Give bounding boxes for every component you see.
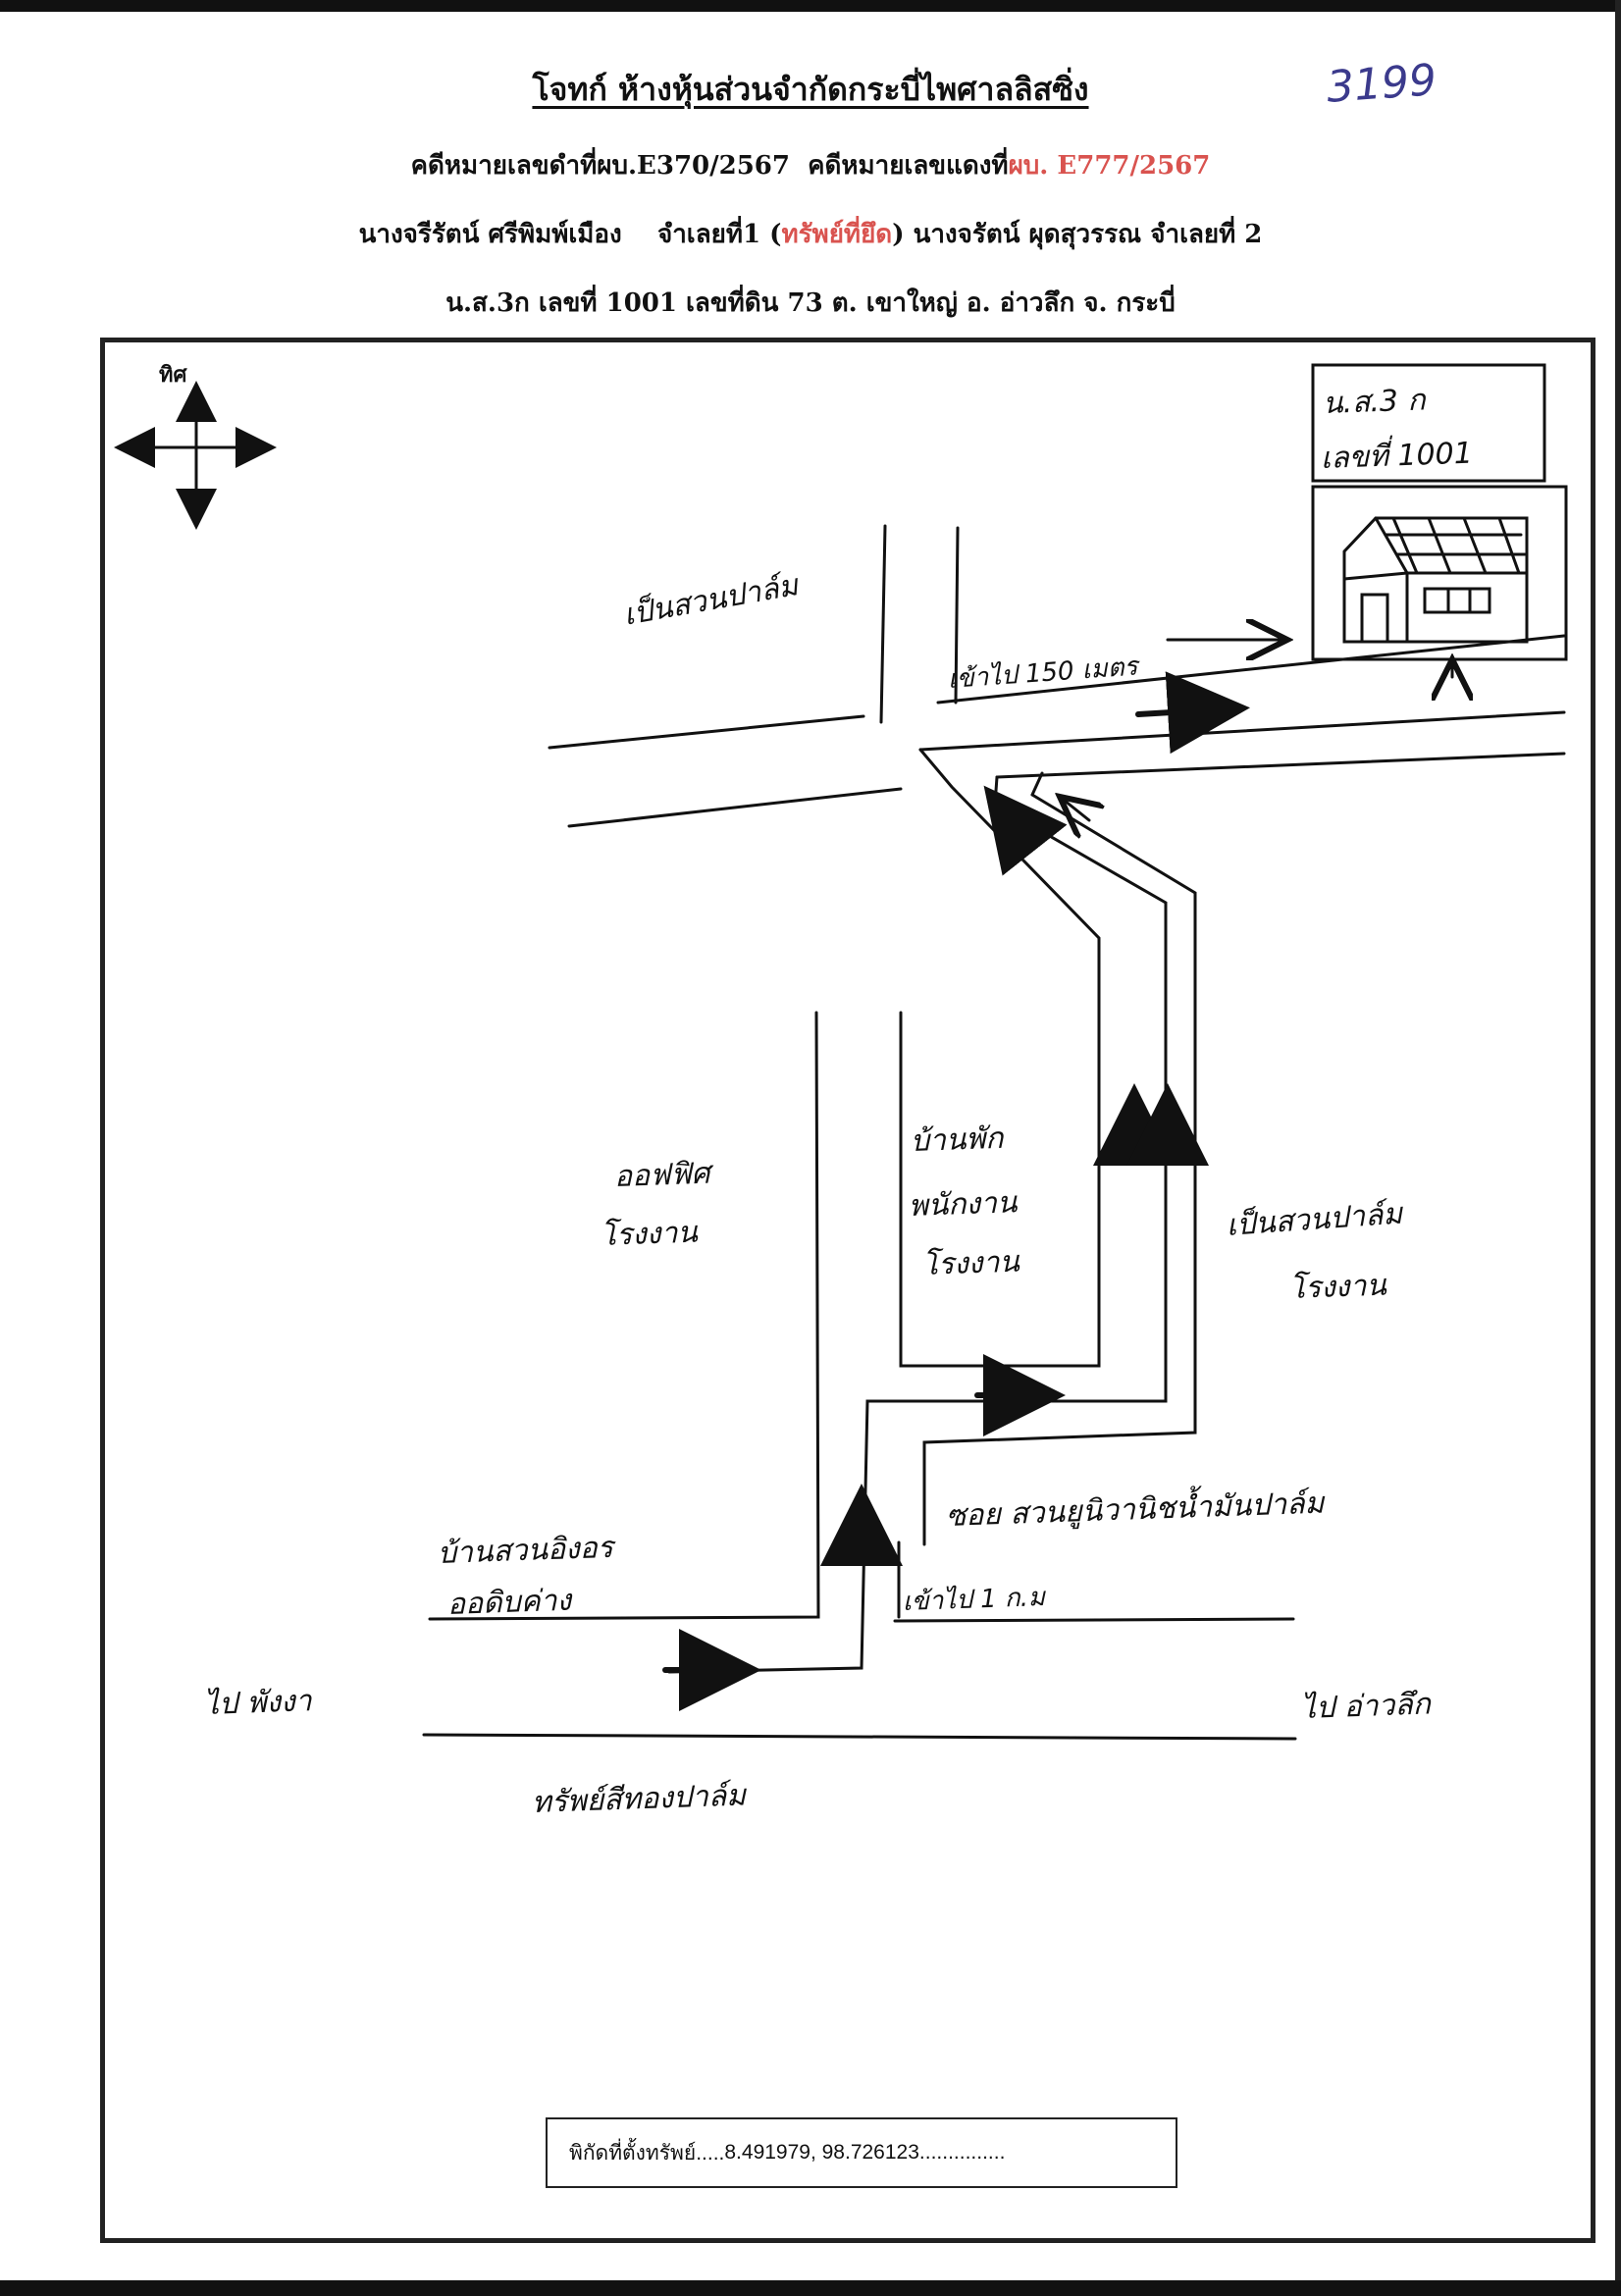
upper-road-right-edge — [954, 526, 960, 704]
label-bottom-property: ทรัพย์สีทองปาล์ม — [531, 1778, 747, 1820]
upper-road-bottom-edge — [567, 787, 903, 828]
coordinates-box: พิกัดที่ตั้งทรัพย์..... 8.491979, 98.726… — [546, 2117, 1177, 2188]
arrow-house-road — [1135, 671, 1250, 755]
lower-block-left — [428, 1011, 820, 1621]
label-rubber-house-2: ออดิบค่าง — [446, 1583, 572, 1622]
compass-label: ทิศ — [159, 362, 187, 387]
red-case-prefix: คดีหมายเลขแดงที่ — [808, 151, 1009, 181]
label-staff-house-factory: โรงงาน — [921, 1244, 1020, 1282]
red-case-number: ผบ. E777/2567 — [1008, 151, 1211, 181]
scan-right-edge — [1615, 0, 1621, 2296]
defendant-2: นางจรัตน์ ผุดสุวรรณ จำเลยที่ 2 — [913, 220, 1263, 249]
upper-road-left-edge — [879, 524, 887, 724]
coordinates-trail: ............... — [918, 2141, 1006, 2164]
label-office: ออฟฟิศ — [613, 1156, 711, 1194]
label-to-phangnga: ไป พังงา — [203, 1684, 313, 1722]
scan-top-edge — [0, 0, 1621, 12]
map-frame — [100, 338, 1595, 2243]
house-road-lower-edge — [995, 752, 1566, 779]
label-staff-house-2: พนักงาน — [908, 1185, 1018, 1224]
deed-line: น.ส.3ก เลขที่ 1001 เลขที่ดิน 73 ต. เขาให… — [445, 288, 1176, 318]
coordinates-value: 8.491979, 98.726123 — [724, 2141, 919, 2164]
house-road-bottom-edge — [918, 710, 1566, 752]
lower-road-right-top — [893, 1617, 1295, 1623]
deed-box-line2: เลขที่ 1001 — [1320, 436, 1474, 476]
case-number-line: คดีหมายเลขดำที่ผบ.E370/2567 คดีหมายเลขแด… — [0, 145, 1621, 185]
house-road-top-edge — [936, 634, 1566, 704]
deed-box-line1: น.ส.3 ก — [1322, 383, 1427, 421]
seized-property-label: ทรัพย์ที่ยึด — [781, 220, 893, 249]
label-staff-house: บ้านพัก — [910, 1121, 1004, 1159]
arrow-diagonal-1 — [983, 785, 1068, 876]
label-office-factory: โรงงาน — [600, 1215, 699, 1253]
house-icon — [1342, 516, 1529, 644]
upper-road-top-edge — [548, 714, 865, 750]
deed-box — [1311, 363, 1546, 483]
plaintiff-title: โจทก์ ห้างหุ้นส่วนจำกัดกระบี่ไพศาลลิสซิ่… — [532, 71, 1089, 108]
compass-rose — [114, 381, 277, 530]
scan-bottom-edge — [0, 2280, 1621, 2296]
coordinates-label: พิกัดที่ตั้งทรัพย์..... — [569, 2141, 725, 2165]
defendant-1-close: ) — [892, 220, 905, 249]
arrow-diagonal-2 — [1060, 797, 1089, 820]
defendant-1-role: จำเลยที่1 ( — [656, 220, 782, 249]
label-rubber-house: บ้านสวนอิงอร — [437, 1530, 614, 1571]
defendant-1-name: นางจรีรัตน์ ศรีพิมพ์เมือง — [358, 220, 622, 249]
label-to-aoluek: ไป อ่าวลึก — [1300, 1687, 1432, 1726]
inner-road-right — [922, 793, 1197, 1546]
main-road-bottom-edge — [422, 1733, 1297, 1741]
black-case-number: คดีหมายเลขดำที่ผบ.E370/2567 — [410, 151, 790, 181]
label-palm-right-factory: โรงงาน — [1288, 1268, 1387, 1306]
defendants-line: นางจรีรัตน์ ศรีพิมพ์เมือง จำเลยที่1 (ทรั… — [0, 214, 1621, 254]
label-distance-1km: เข้าไป 1 ก.ม — [902, 1582, 1046, 1617]
